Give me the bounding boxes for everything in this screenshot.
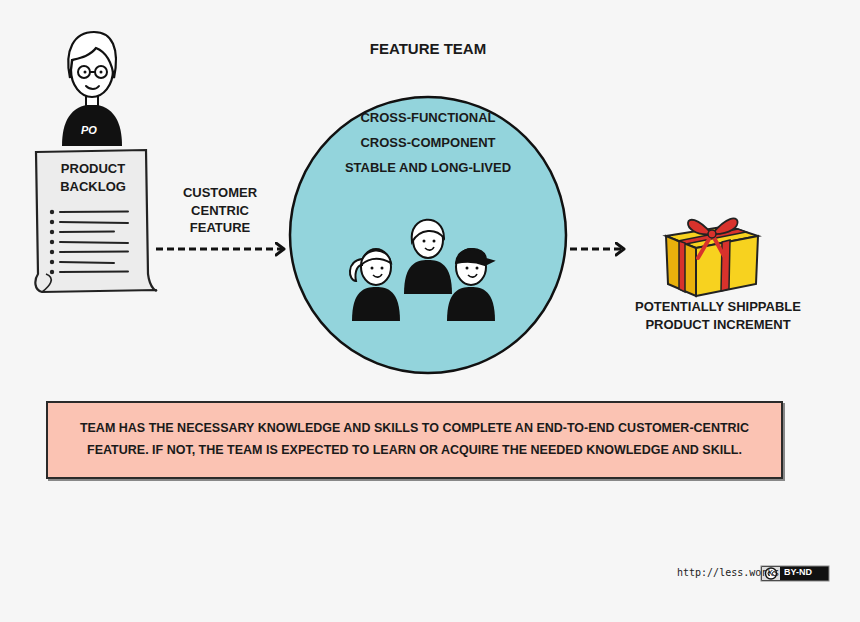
gift-ribbon — [679, 241, 685, 292]
product-increment-art — [666, 218, 758, 296]
team-trait: CROSS-COMPONENT — [308, 134, 548, 152]
team-trait: CROSS-FUNCTIONAL — [308, 109, 548, 127]
member-eye — [433, 240, 436, 243]
member-eye — [466, 267, 469, 270]
feature-team-outline — [288, 35, 568, 375]
note-text: TEAM HAS THE NECESSARY KNOWLEDGE AND SKI… — [64, 418, 765, 462]
owner-eye — [100, 71, 103, 74]
owner-tag: PO — [81, 124, 97, 136]
member-eye — [371, 267, 374, 270]
product-owner-figure — [62, 32, 122, 146]
backlog-bullet — [50, 270, 54, 274]
backlog-title: PRODUCT BACKLOG — [52, 160, 134, 195]
backlog-sheet — [35, 150, 156, 292]
owner-hair — [68, 32, 116, 78]
member-mouth — [425, 247, 434, 250]
dashed-arrow — [156, 248, 284, 251]
member-body — [352, 287, 400, 321]
member-head — [361, 249, 391, 285]
owner-glasses — [90, 71, 95, 73]
gift-ribbon — [678, 229, 746, 244]
member-hair — [456, 249, 493, 265]
backlog-item-line — [60, 271, 128, 274]
backlog-item-line — [60, 251, 128, 254]
member-mouth — [468, 274, 477, 277]
product-backlog: PRODUCT BACKLOG — [32, 148, 154, 294]
team-heading: FEATURE TEAM — [308, 39, 548, 59]
backlog-item-line — [60, 211, 128, 214]
owner-shirt — [62, 104, 122, 146]
backlog-bullet — [50, 250, 54, 254]
backlog-item-line — [60, 262, 114, 263]
feature-team: FEATURE TEAM CROSS-FUNCTIONAL CROSS-COMPON… — [288, 35, 568, 375]
backlog-bullet — [50, 260, 54, 264]
backlog-bullet — [50, 210, 54, 214]
member-ponytail — [350, 259, 362, 281]
owner-glasses — [78, 66, 90, 78]
member-body — [447, 287, 495, 321]
feature-team-art — [290, 97, 566, 373]
backlog-item-line — [60, 231, 114, 234]
member-body — [404, 260, 452, 294]
member-eye — [381, 267, 384, 270]
member-hair — [361, 250, 391, 265]
backlog-bullet — [50, 240, 54, 244]
backlog-item-line — [60, 222, 128, 223]
product-increment: POTENTIALLY SHIPPABLE PRODUCT INCREMENT — [628, 190, 808, 350]
owner-mouth — [86, 86, 99, 89]
backlog-bullet — [50, 220, 54, 224]
sheet-curl — [42, 274, 51, 292]
source-url: http://less.works — [677, 567, 779, 578]
owner-eye — [84, 71, 87, 74]
team-trait: STABLE AND LONG-LIVED — [308, 159, 548, 177]
gift-side — [666, 236, 696, 296]
member-eye — [423, 240, 426, 243]
edge-label: CUSTOMER CENTRIC FEATURE — [177, 184, 263, 237]
team-note: TEAM HAS THE NECESSARY KNOWLEDGE AND SKI… — [46, 401, 783, 479]
member-mouth — [373, 274, 382, 277]
member-eye — [476, 267, 479, 270]
dashed-arrow — [570, 248, 624, 251]
licence-tag: BY-ND — [784, 567, 812, 577]
owner-glasses — [95, 66, 107, 78]
product-backlog-art — [35, 150, 156, 292]
backlog-bullet — [50, 230, 54, 234]
backlog-item-line — [60, 242, 128, 243]
gift-knot — [708, 230, 716, 238]
gift-ribbon — [721, 240, 730, 291]
team-circle — [290, 97, 566, 373]
increment-caption: POTENTIALLY SHIPPABLE PRODUCT INCREMENT — [628, 298, 808, 333]
member-hair — [412, 220, 444, 242]
